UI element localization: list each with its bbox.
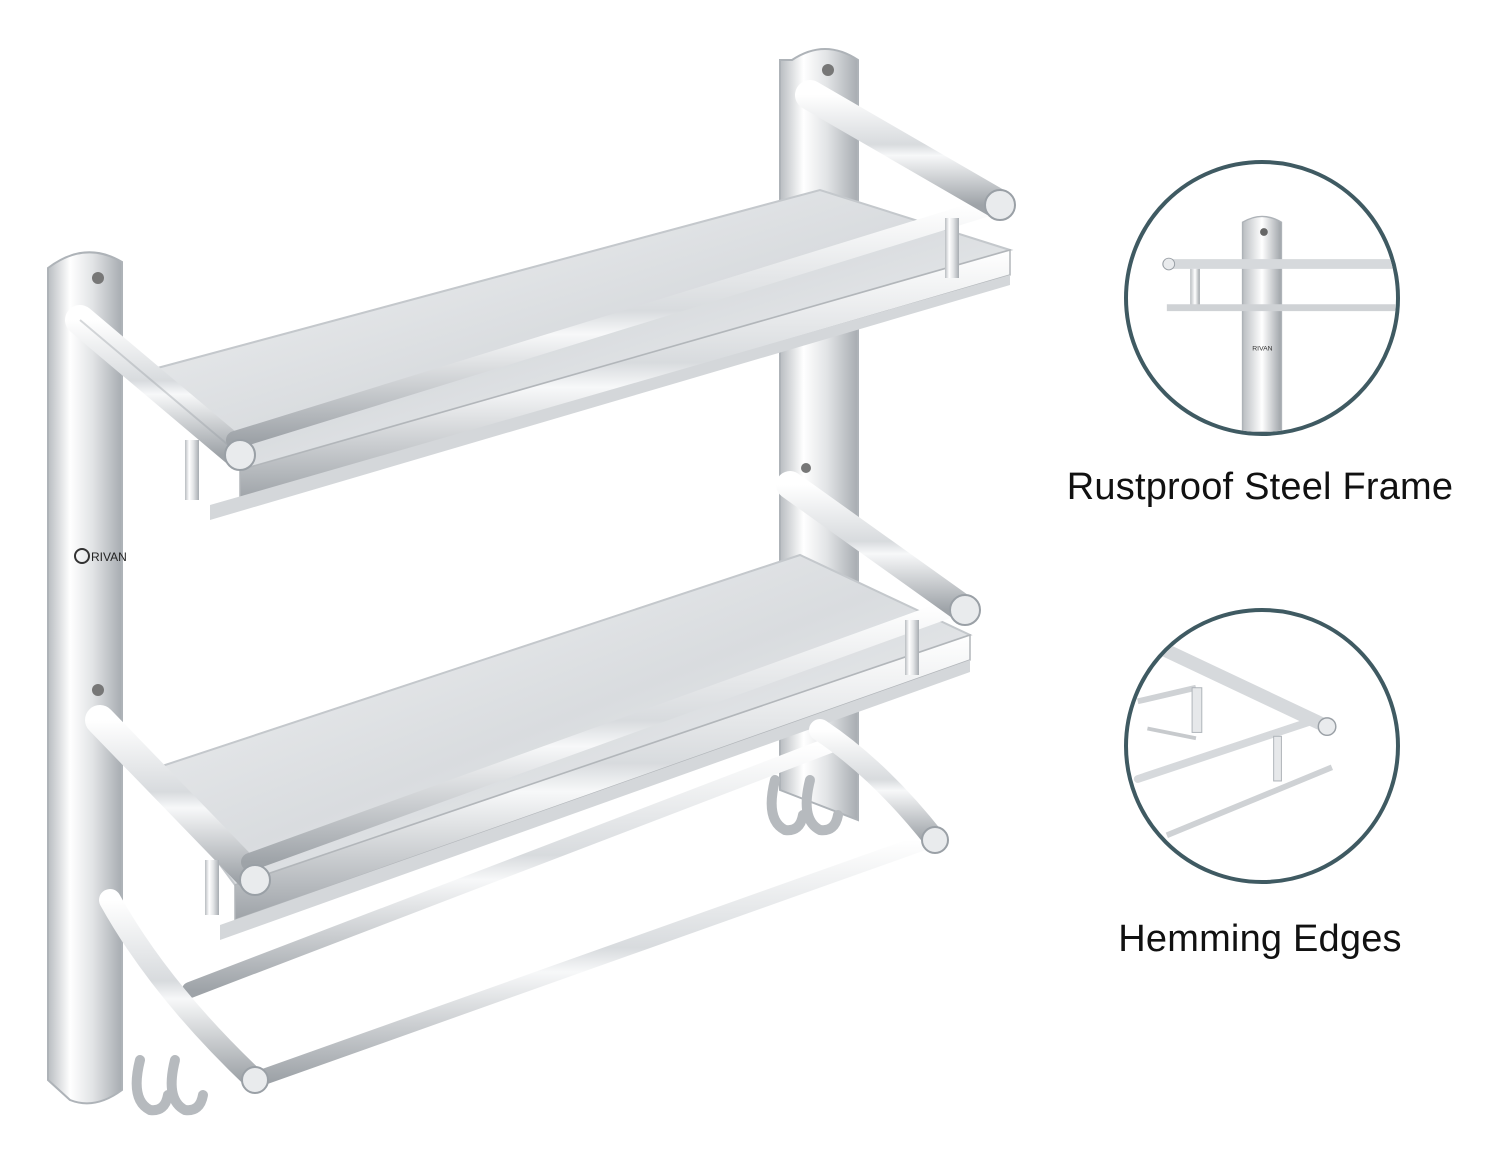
hooks: [131, 775, 843, 1116]
brand-logo-text: RIVAN: [91, 550, 127, 564]
product-illustration: RIVAN: [47, 48, 1016, 1116]
brand-logo: RIVAN: [74, 548, 127, 564]
middle-shelf: [85, 471, 981, 940]
towel-bar: [99, 719, 949, 1094]
left-wall-bracket: [47, 251, 123, 1105]
frame-detail-image: RIVAN: [1124, 160, 1400, 436]
top-shelf: [65, 80, 1016, 520]
edges-detail-image: [1124, 608, 1400, 884]
hemming-edges-label: Hemming Edges: [1118, 918, 1402, 960]
frame-logo-text: RIVAN: [1252, 345, 1272, 352]
rustproof-frame-label: Rustproof Steel Frame: [1066, 466, 1454, 508]
